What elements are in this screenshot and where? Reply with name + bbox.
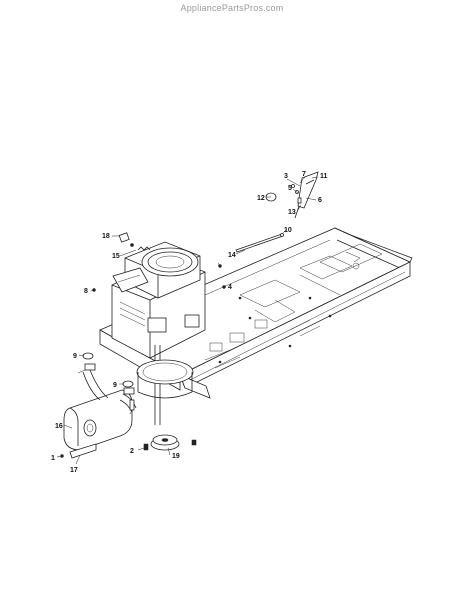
callout-16: 16 — [55, 423, 63, 430]
callout-6: 6 — [318, 197, 322, 204]
callout-10: 10 — [284, 227, 292, 234]
callout-2: 2 — [130, 448, 134, 455]
callout-12: 12 — [257, 195, 265, 202]
throttle-control — [291, 171, 319, 219]
exhaust-pipes — [82, 363, 137, 413]
callout-9-lower: 9 — [113, 382, 117, 389]
callout-1: 1 — [51, 455, 55, 462]
engine-assembly — [111, 241, 206, 425]
muffler — [63, 389, 133, 451]
callout-15: 15 — [112, 253, 120, 260]
muffler-bracket — [69, 443, 97, 459]
linkage-rod — [235, 233, 284, 253]
watermark-text: AppliancePartsPros.com — [180, 3, 284, 13]
deck-opening — [136, 359, 194, 399]
callout-3: 3 — [284, 173, 288, 180]
callout-7: 7 — [302, 171, 306, 178]
callout-19: 19 — [172, 453, 180, 460]
callout-18: 18 — [102, 233, 110, 240]
callout-17: 17 — [70, 467, 78, 474]
leader-lines — [56, 176, 319, 465]
callout-labels: 3 7 11 5 12 6 13 10 14 16 18 15 8 4 9 9 … — [51, 171, 328, 474]
callout-4: 4 — [228, 284, 232, 291]
callout-9-upper: 9 — [73, 353, 77, 360]
callout-13: 13 — [288, 209, 296, 216]
callout-5: 5 — [288, 185, 292, 192]
callout-8: 8 — [84, 288, 88, 295]
pulley — [150, 434, 180, 451]
callout-11: 11 — [320, 173, 328, 180]
callout-14: 14 — [228, 252, 236, 259]
